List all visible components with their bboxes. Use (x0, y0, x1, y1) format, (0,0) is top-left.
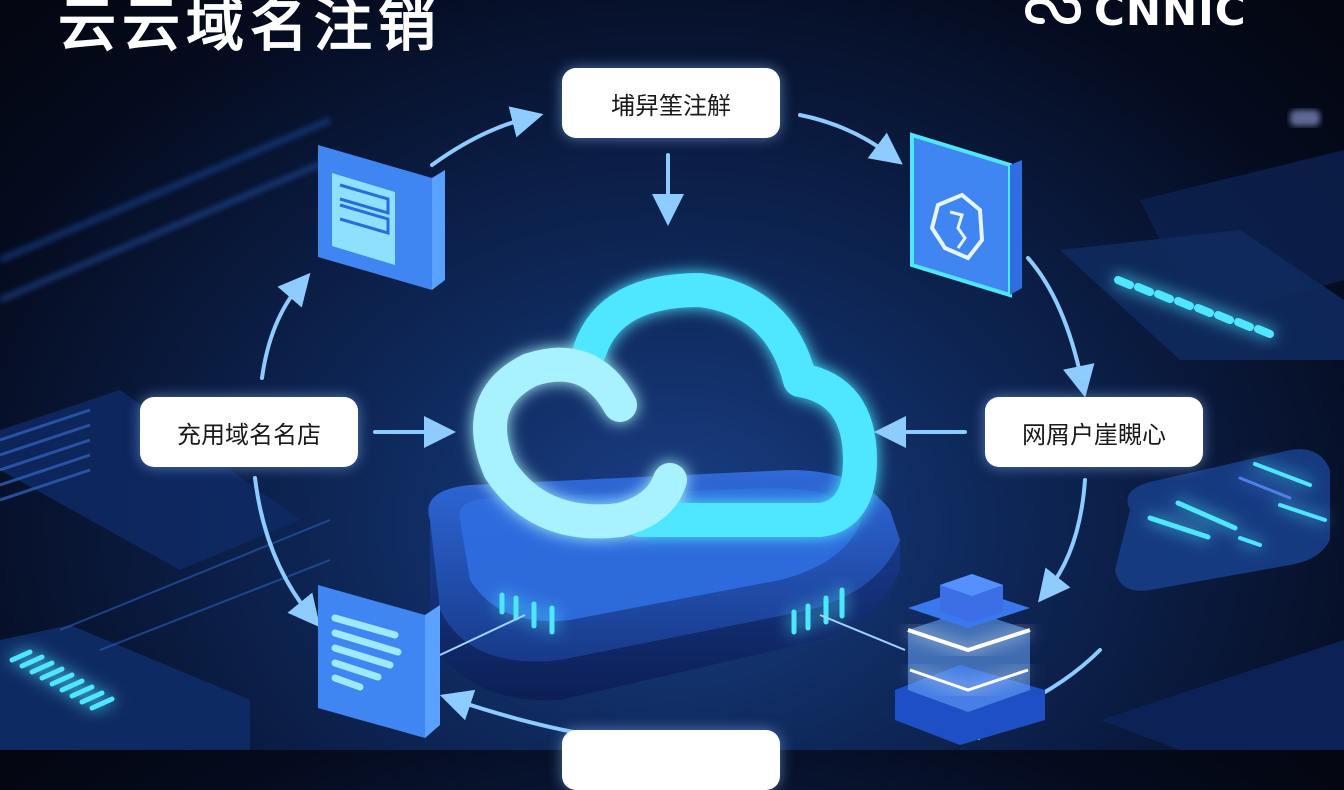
shield-icon (910, 132, 1022, 298)
background-decor (0, 106, 1344, 750)
brand-name: CNNIC (1094, 0, 1247, 35)
server-stack-icon (895, 574, 1045, 745)
page-title: 云云域名注销 (58, 0, 443, 59)
document-form-icon (318, 145, 445, 290)
right-rack-panel (1060, 110, 1344, 750)
diagram-canvas: 云云域名注销 CNNIC 埔舁筀注觧 充用域名名店 网屑户崖瞡心 (0, 0, 1344, 750)
node-left-label: 充用域名名店 (140, 397, 358, 467)
node-bottom-label (562, 730, 780, 790)
cloud-logo-icon (473, 273, 877, 539)
node-top-label: 埔舁筀注觧 (562, 68, 780, 138)
text-lines-icon (318, 585, 440, 738)
node-right-label: 网屑户崖瞡心 (985, 397, 1203, 467)
left-rack-panel (0, 390, 331, 750)
cloud-infinity-icon (1024, 0, 1082, 24)
brand-logo: CNNIC (1022, 0, 1247, 35)
